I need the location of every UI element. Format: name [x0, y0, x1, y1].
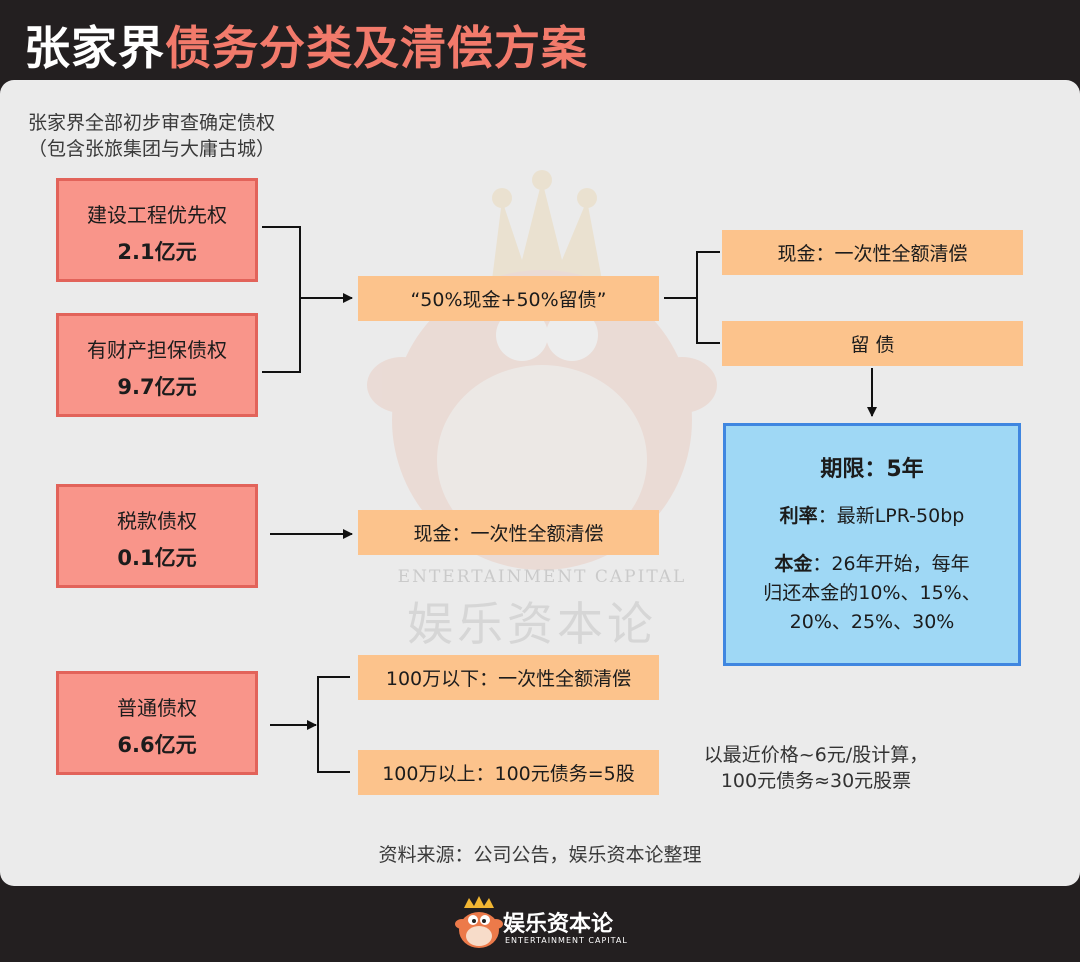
claim-amount: 2.1亿元 [117, 240, 197, 264]
claim-name: 建设工程优先权 [87, 203, 227, 227]
principal-line-3: 20%、25%、30% [789, 611, 955, 633]
claim-amount: 6.6亿元 [117, 733, 197, 757]
watermark-mascot: ENTERTAINMENT CAPITAL 娱乐资本论 [367, 170, 717, 651]
plan-cash-once: 现金：一次性全额清偿 [722, 230, 1023, 275]
mascot-icon [455, 896, 503, 948]
claim-name: 税款债权 [117, 509, 197, 533]
plan-tax-cash: 现金：一次性全额清偿 [358, 510, 659, 555]
claim-name: 普通债权 [117, 696, 197, 720]
period-value: 5年 [886, 457, 924, 482]
footer-brand: 娱乐资本论 [503, 911, 614, 937]
claim-name: 有财产担保债权 [87, 338, 227, 362]
terms-principal: 本金：26年开始，每年 归还本金的10%、15%、 20%、25%、30% [726, 550, 1018, 637]
conversion-note: 以最近价格~6元/股计算， 100元债务≈30元股票 [676, 742, 956, 794]
plan-below-1m: 100万以下：一次性全额清偿 [358, 655, 659, 700]
rate-label: 利率 [779, 505, 818, 527]
claim-general: 普通债权 6.6亿元 [56, 671, 258, 775]
plan-above-1m: 100万以上：100元债务=5股 [358, 750, 659, 795]
title-highlight: 债务分类及清偿方案 [165, 21, 588, 75]
principal-label: 本金 [774, 553, 813, 575]
note-line-2: 100元债务≈30元股票 [720, 770, 912, 792]
title-prefix: 张家界 [24, 21, 165, 75]
header: 张家界债务分类及清偿方案 [0, 0, 1080, 80]
claim-amount: 0.1亿元 [117, 546, 197, 570]
claim-amount: 9.7亿元 [117, 375, 197, 399]
footer-brand-en: ENTERTAINMENT CAPITAL [505, 936, 628, 945]
plan-mixed: “50%现金+50%留债” [358, 276, 659, 321]
intro-text: 张家界全部初步审查确定债权 （包含张旅集团与大庸古城） [28, 110, 275, 162]
page-title: 张家界债务分类及清偿方案 [24, 12, 588, 78]
principal-line-1: ：26年开始，每年 [812, 553, 970, 575]
source-caption: 资料来源：公司公告，娱乐资本论整理 [378, 844, 702, 866]
claim-tax: 税款债权 0.1亿元 [56, 484, 258, 588]
bracket-secured [262, 226, 301, 373]
retained-terms-box: 期限：5年 利率：最新LPR-50bp 本金：26年开始，每年 归还本金的10%… [723, 423, 1021, 666]
claim-secured: 有财产担保债权 9.7亿元 [56, 313, 258, 417]
watermark-en: ENTERTAINMENT CAPITAL [398, 567, 687, 587]
period-label: 期限： [820, 457, 887, 482]
note-line-1: 以最近价格~6元/股计算， [703, 744, 929, 766]
terms-rate: 利率：最新LPR-50bp [726, 501, 1018, 528]
bracket-mixed [696, 251, 720, 344]
terms-period: 期限：5年 [726, 451, 1018, 483]
watermark-cn: 娱乐资本论 [407, 597, 657, 651]
principal-line-2: 归还本金的10%、15%、 [763, 582, 981, 604]
plan-retained: 留 债 [722, 321, 1023, 366]
rate-value: ：最新LPR-50bp [817, 505, 965, 527]
claim-construction: 建设工程优先权 2.1亿元 [56, 178, 258, 282]
intro-line-2: （包含张旅集团与大庸古城） [28, 138, 276, 160]
intro-line-1: 张家界全部初步审查确定债权 [28, 112, 276, 134]
bracket-general [317, 676, 350, 773]
brand-logo [455, 896, 503, 948]
